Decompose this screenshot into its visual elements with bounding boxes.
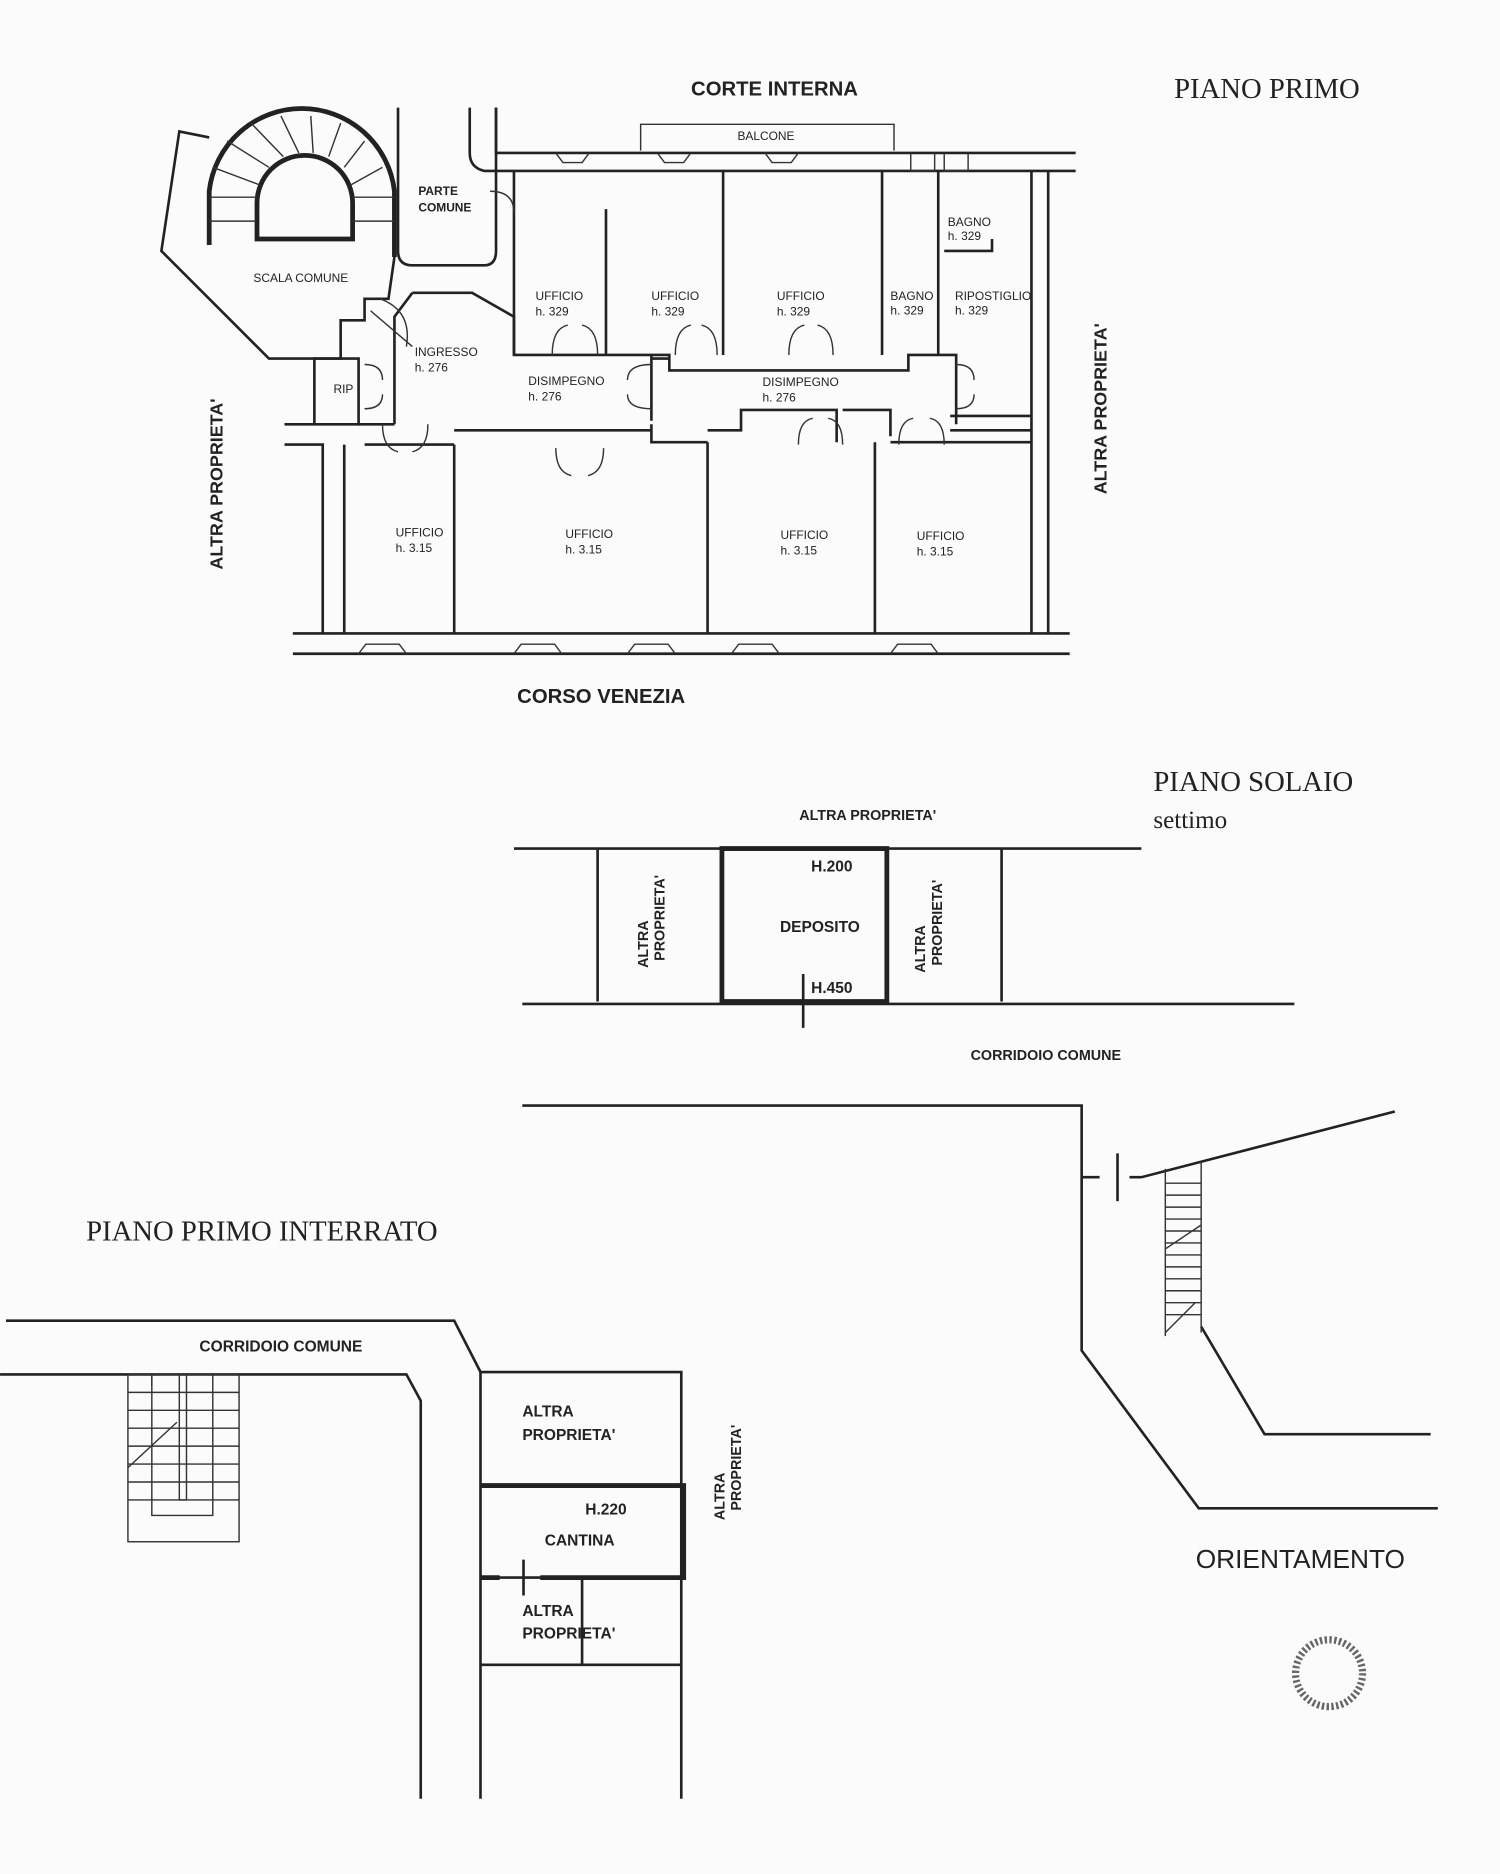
interrato-stair [127, 1373, 240, 1543]
interrato-upper-label-2: PROPRIETA' [522, 1427, 615, 1444]
room-name: DISIMPEGNO [528, 374, 604, 388]
room-name: BAGNO [948, 215, 991, 229]
piano-interrato-title: PIANO PRIMO INTERRATO [86, 1216, 438, 1248]
parte-comune-label-1: PARTE [418, 184, 458, 198]
room-height: h. 3.15 [780, 544, 817, 558]
orientation: ORIENTAMENTO [1196, 1544, 1405, 1711]
solaio-right-label-2: PROPRIETA' [930, 880, 946, 966]
room-name: BAGNO [890, 289, 933, 303]
room-height: h. 329 [890, 303, 924, 317]
solaio-right-label-1: ALTRA [913, 925, 929, 972]
room-height: h. 329 [948, 229, 982, 243]
room-height: h. 276 [528, 389, 562, 403]
orientamento-label: ORIENTAMENTO [1196, 1544, 1405, 1574]
parte-comune-label-2: COMUNE [418, 201, 471, 215]
piano-solaio-subtitle: settimo [1153, 807, 1227, 834]
room-labels: UFFICIO h. 329 UFFICIO h. 329 UFFICIO h.… [333, 215, 1031, 559]
room-name: RIP [333, 382, 353, 396]
corte-interna-label: CORTE INTERNA [691, 79, 858, 101]
room-height: h. 329 [651, 305, 685, 319]
west-altra-proprieta-label: ALTRA PROPRIETA' [206, 399, 226, 570]
cantina-h: H.220 [585, 1501, 626, 1518]
room-name: UFFICIO [565, 527, 613, 541]
room-name: UFFICIO [917, 529, 965, 543]
room-name: UFFICIO [780, 528, 828, 542]
room-name: INGRESSO [415, 345, 478, 359]
interrato-corridor-label: CORRIDOIO COMUNE [199, 1339, 362, 1356]
deposito-h-top: H.200 [811, 858, 852, 875]
deposito-h-bottom: H.450 [811, 980, 852, 997]
room-height: h. 276 [763, 391, 797, 405]
interrato-side-label-1: ALTRA [712, 1473, 728, 1520]
balcone-label: BALCONE [737, 129, 794, 143]
room-name: DISIMPEGNO [763, 375, 839, 389]
scala-comune-stair: SCALA COMUNE [159, 106, 397, 360]
solaio-north-label: ALTRA PROPRIETA' [799, 808, 936, 824]
room-name: UFFICIO [651, 289, 699, 303]
piano-interrato-plan: PIANO PRIMO INTERRATO CORRIDOIO COMUNE A… [0, 1216, 745, 1799]
compass-icon [1292, 1636, 1367, 1711]
interrato-lower-label-2: PROPRIETA' [522, 1626, 615, 1643]
cantina-label: CANTINA [545, 1532, 615, 1549]
room-name: UFFICIO [396, 526, 444, 540]
room-height: h. 329 [777, 305, 811, 319]
room-height: h. 3.15 [917, 545, 954, 559]
room-height: h. 3.15 [396, 541, 433, 555]
piano-primo-title: PIANO PRIMO [1174, 73, 1360, 105]
solaio-corridor-label: CORRIDOIO COMUNE [971, 1048, 1121, 1064]
room-height: h. 276 [415, 361, 449, 375]
solaio-left-label-1: ALTRA [636, 920, 652, 967]
piano-solaio-plan: PIANO SOLAIO settimo ALTRA PROPRIETA' H.… [513, 766, 1438, 1510]
room-height: h. 329 [955, 303, 989, 317]
interrato-upper-label-1: ALTRA [522, 1403, 573, 1420]
interrato-side-label-2: PROPRIETA' [729, 1425, 745, 1511]
room-height: h. 3.15 [565, 542, 602, 556]
room-name: UFFICIO [535, 289, 583, 303]
deposito-label: DEPOSITO [780, 919, 860, 936]
piano-solaio-title: PIANO SOLAIO [1153, 766, 1353, 798]
solaio-stair [1164, 1161, 1202, 1337]
room-name: RIPOSTIGLIO [955, 289, 1031, 303]
corso-venezia-label: CORSO VENEZIA [517, 686, 685, 708]
east-altra-proprieta-label: ALTRA PROPRIETA' [1091, 323, 1111, 494]
solaio-left-label-2: PROPRIETA' [653, 875, 669, 961]
room-height: h. 329 [535, 305, 569, 319]
interrato-lower-label-1: ALTRA [522, 1603, 573, 1620]
room-name: UFFICIO [777, 289, 825, 303]
piano-primo-plan: PIANO PRIMO CORTE INTERNA CORSO VENEZIA … [159, 73, 1360, 708]
scala-comune-label: SCALA COMUNE [253, 271, 348, 285]
